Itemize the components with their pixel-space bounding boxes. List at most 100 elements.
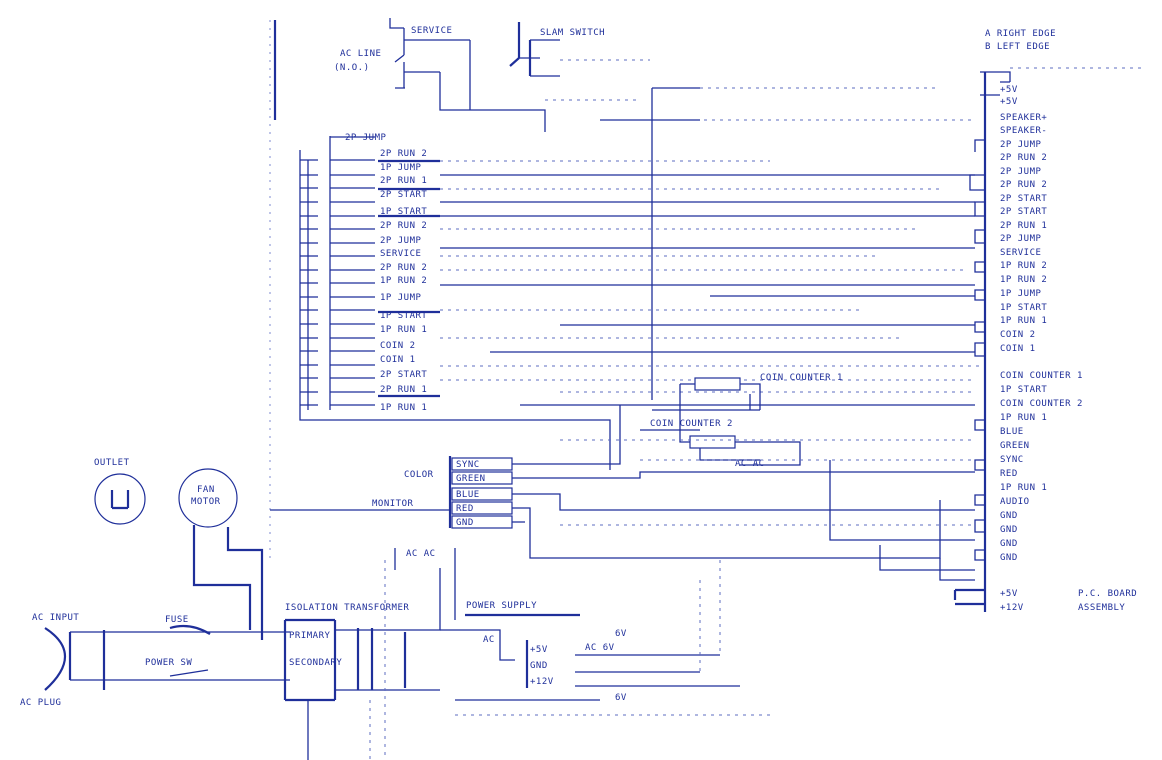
pin-label: 1P RUN 1 — [1000, 483, 1047, 493]
coin-counter-1-coil — [694, 377, 741, 391]
six-v-bottom-label: 6V — [615, 693, 627, 703]
power-supply-label: POWER SUPPLY — [466, 601, 537, 611]
switch-label: 2P RUN 2 — [380, 263, 427, 273]
coin-counter-2-coil — [689, 435, 736, 449]
bus-wires — [440, 67, 1145, 406]
pc-board-sub-label: ASSEMBLY — [1078, 603, 1125, 613]
monitor-blue-label: BLUE — [456, 490, 480, 500]
power-supply-ac-label: AC — [483, 635, 495, 645]
pin-label: +5V — [1000, 97, 1018, 107]
ac-line-label: AC LINE — [340, 49, 381, 59]
isolation-transformer: ISOLATION TRANSFORMER PRIMARY SECONDARY … — [283, 548, 456, 760]
edge-connector: +5V +5V SPEAKER+ SPEAKER- 2P JUMP 2P RUN… — [953, 71, 1137, 613]
pin-label: 2P START — [1000, 194, 1047, 204]
pin-label: 2P JUMP — [1000, 234, 1042, 244]
pin-label: 1P RUN 1 — [1000, 413, 1047, 423]
switch-label: 1P RUN 1 — [380, 325, 427, 335]
edge-pin-labels: +5V +5V SPEAKER+ SPEAKER- 2P JUMP 2P RUN… — [1000, 85, 1083, 613]
pin-label: 2P JUMP — [1000, 140, 1042, 150]
pin-label: AUDIO — [1000, 497, 1030, 507]
pin-label: GND — [1000, 539, 1018, 549]
fan-motor-label-1: FAN — [197, 485, 215, 495]
six-v-label: 6V — [615, 629, 627, 639]
coin-counters: COIN COUNTER 1 COIN COUNTER 2 AC AC — [640, 373, 842, 469]
iso-transformer-label: ISOLATION TRANSFORMER — [285, 603, 409, 613]
coin-counter-2-supply: AC AC — [735, 459, 765, 469]
fan-motor-label-2: MOTOR — [191, 497, 221, 507]
switch-label: 2P JUMP — [345, 133, 387, 143]
pin-label: SERVICE — [1000, 248, 1041, 258]
switch-label: 1P START — [380, 207, 427, 217]
legend-right-edge: A RIGHT EDGE — [985, 29, 1056, 39]
pin-label: 2P RUN 2 — [1000, 153, 1047, 163]
monitor-gnd-label: GND — [456, 518, 474, 528]
pin-label: 1P JUMP — [1000, 289, 1042, 299]
switch-label: SERVICE — [380, 249, 421, 259]
outlet-label: OUTLET — [94, 458, 130, 468]
coin-counter-2-label: COIN COUNTER 2 — [650, 419, 733, 429]
pin-label: BLUE — [1000, 427, 1024, 437]
ac-line-no-label: (N.O.) — [334, 63, 370, 73]
switch-label: 2P JUMP — [380, 236, 422, 246]
ps-gnd-label: GND — [530, 661, 548, 671]
switch-label: 2P RUN 1 — [380, 176, 427, 186]
pin-label: RED — [1000, 469, 1018, 479]
power-switch-label: POWER SW — [145, 658, 192, 668]
ac-ac-label: AC AC — [406, 549, 436, 559]
pin-label: 1P RUN 2 — [1000, 261, 1047, 271]
slam-switch-label: SLAM SWITCH — [540, 28, 605, 38]
fan-motor-icon — [178, 468, 238, 528]
pin-label: 1P RUN 2 — [1000, 275, 1047, 285]
pin-label: 2P RUN 2 — [1000, 180, 1047, 190]
ps-plus5v-label: +5V — [530, 645, 548, 655]
pin-label: SPEAKER+ — [1000, 113, 1047, 123]
fuse-label: FUSE — [165, 615, 189, 625]
service-label: SERVICE — [411, 26, 452, 36]
top-switch-group: AC LINE (N.O.) SERVICE SLAM SWITCH — [334, 18, 650, 132]
ac-6v-label: AC 6V — [585, 643, 615, 653]
pin-label: 2P START — [1000, 207, 1047, 217]
secondary-label: SECONDARY — [289, 658, 342, 668]
legend-left-edge: B LEFT EDGE — [985, 42, 1050, 52]
pc-board-label: P.C. BOARD — [1078, 589, 1137, 599]
switch-label: 1P JUMP — [380, 293, 422, 303]
switch-label: 1P RUN 2 — [380, 276, 427, 286]
pin-label: COIN COUNTER 1 — [1000, 371, 1083, 381]
switch-label: COIN 2 — [380, 341, 416, 351]
pin-label: +12V — [1000, 603, 1024, 613]
pin-label: GND — [1000, 511, 1018, 521]
ps-plus12v-label: +12V — [530, 677, 554, 687]
outlet-and-fan: OUTLET FAN MOTOR — [94, 458, 264, 640]
left-switch-labels: 2P JUMP 2P RUN 2 1P JUMP 2P RUN 1 2P STA… — [345, 133, 427, 413]
power-supply: POWER SUPPLY AC +5V GND +12V 6V AC 6V 6V — [403, 560, 770, 716]
pin-label: 1P START — [1000, 303, 1047, 313]
pin-label: GND — [1000, 525, 1018, 535]
pin-label: 1P START — [1000, 385, 1047, 395]
switch-label: 2P RUN 2 — [380, 221, 427, 231]
monitor-block: COLOR MONITOR SYNC GREEN BLUE RED GND — [270, 405, 975, 581]
ac-input-label: AC INPUT — [32, 613, 79, 623]
switch-label: 2P RUN 2 — [380, 149, 427, 159]
switch-label: 1P JUMP — [380, 163, 422, 173]
monitor-sync-label: SYNC — [456, 460, 480, 470]
switch-label: 1P RUN 1 — [380, 403, 427, 413]
outlet-icon — [94, 473, 146, 525]
switch-label: 1P START — [380, 311, 427, 321]
pin-label: 2P RUN 1 — [1000, 221, 1047, 231]
ac-input-block: AC INPUT AC PLUG FUSE POWER SW — [20, 613, 290, 708]
monitor-red-label: RED — [456, 504, 474, 514]
switch-label: COIN 1 — [380, 355, 416, 365]
pin-label: COIN 2 — [1000, 330, 1036, 340]
pin-label: 1P RUN 1 — [1000, 316, 1047, 326]
monitor-label: MONITOR — [372, 499, 414, 509]
pin-label: COIN 1 — [1000, 344, 1036, 354]
ac-plug-label: AC PLUG — [20, 698, 61, 708]
switch-label: 2P RUN 1 — [380, 385, 427, 395]
monitor-green-label: GREEN — [456, 474, 486, 484]
switch-label: 2P START — [380, 370, 427, 380]
pin-label: SPEAKER- — [1000, 126, 1047, 136]
pin-label: SYNC — [1000, 455, 1024, 465]
switch-label: 2P START — [380, 190, 427, 200]
pin-label: 2P JUMP — [1000, 167, 1042, 177]
